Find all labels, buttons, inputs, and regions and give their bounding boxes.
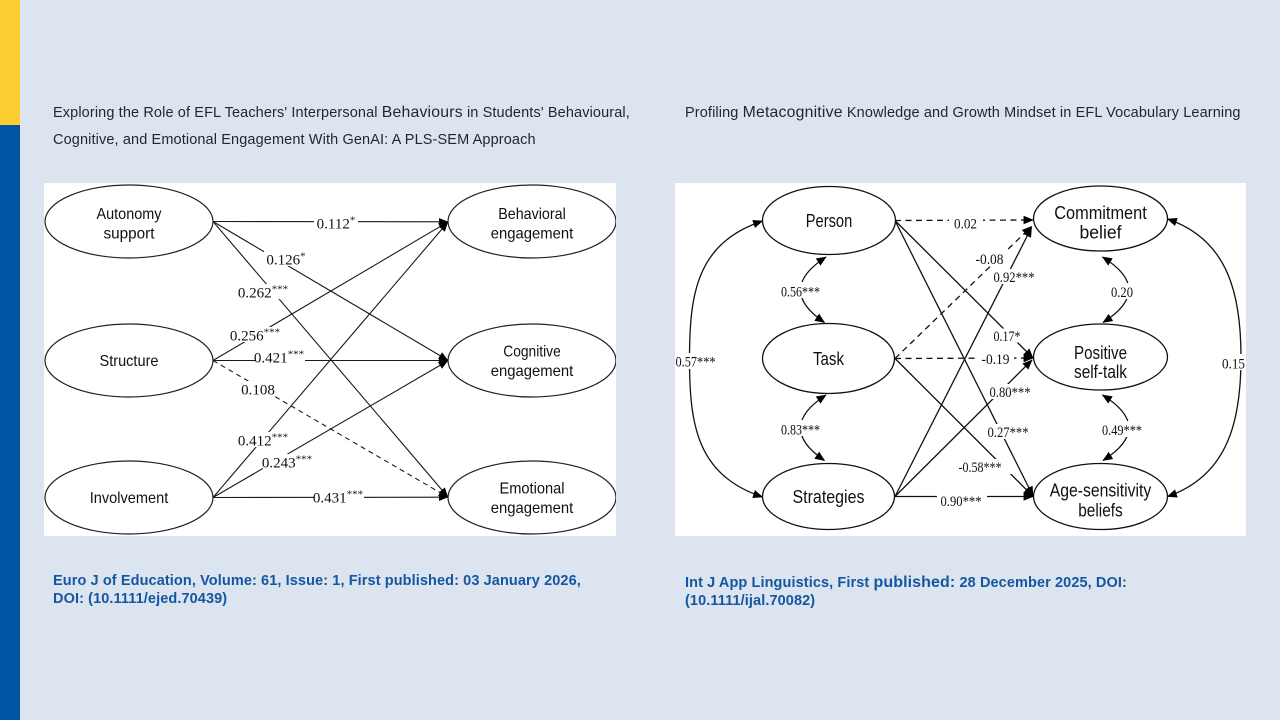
svg-text:Task: Task — [813, 348, 845, 369]
svg-text:Strategies: Strategies — [793, 486, 865, 507]
svg-text:Behavioral: Behavioral — [498, 206, 566, 223]
svg-text:-0.58***: -0.58*** — [959, 460, 1002, 476]
svg-text:engagement: engagement — [491, 226, 574, 243]
svg-text:Autonomy: Autonomy — [97, 206, 162, 223]
svg-text:0.126*: 0.126* — [266, 251, 305, 269]
svg-text:Cognitive: Cognitive — [503, 344, 561, 361]
svg-text:Commitment: Commitment — [1054, 202, 1147, 223]
svg-text:-0.08: -0.08 — [976, 252, 1004, 268]
svg-text:Involvement: Involvement — [90, 490, 169, 507]
svg-text:Structure: Structure — [100, 353, 159, 370]
svg-text:0.57***: 0.57*** — [676, 355, 716, 371]
svg-text:support: support — [104, 226, 156, 243]
svg-text:-0.19: -0.19 — [982, 352, 1010, 368]
svg-text:0.17*: 0.17* — [994, 329, 1021, 345]
svg-text:belief: belief — [1080, 222, 1123, 243]
svg-text:0.15: 0.15 — [1222, 357, 1245, 373]
svg-text:beliefs: beliefs — [1078, 499, 1123, 520]
svg-text:engagement: engagement — [491, 500, 574, 517]
svg-text:self-talk: self-talk — [1074, 361, 1128, 382]
svg-text:0.80***: 0.80*** — [990, 385, 1031, 401]
svg-text:0.20: 0.20 — [1111, 285, 1133, 301]
svg-text:0.27***: 0.27*** — [988, 425, 1029, 441]
svg-text:engagement: engagement — [491, 363, 574, 380]
svg-text:0.56***: 0.56*** — [781, 285, 820, 301]
svg-text:0.108: 0.108 — [241, 383, 275, 399]
svg-text:0.90***: 0.90*** — [941, 494, 982, 510]
svg-text:Person: Person — [806, 210, 853, 231]
svg-text:0.112*: 0.112* — [317, 215, 356, 233]
svg-text:0.02: 0.02 — [954, 217, 977, 233]
svg-text:0.83***: 0.83*** — [781, 423, 820, 439]
svg-text:0.92***: 0.92*** — [994, 270, 1035, 286]
svg-text:Positive: Positive — [1074, 342, 1127, 363]
svg-text:Age-sensitivity: Age-sensitivity — [1050, 479, 1152, 500]
svg-text:Emotional: Emotional — [500, 481, 565, 498]
svg-text:0.49***: 0.49*** — [1102, 423, 1142, 439]
